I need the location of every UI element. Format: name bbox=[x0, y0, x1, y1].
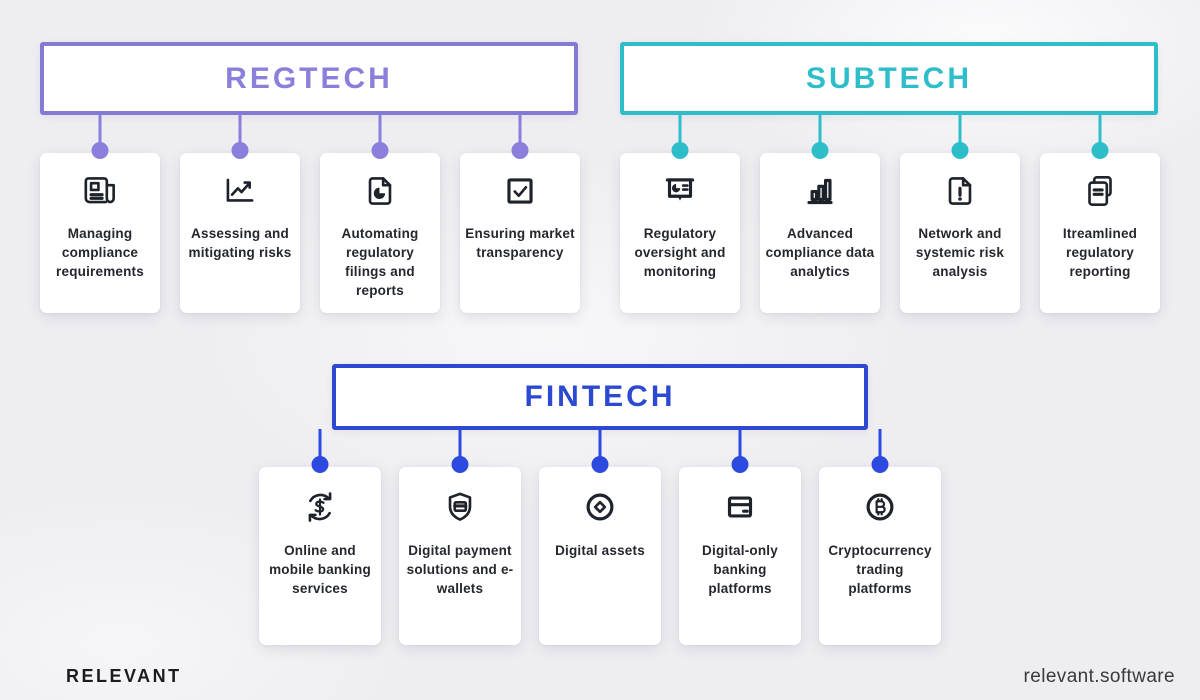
fintech-title: FINTECH bbox=[524, 380, 676, 413]
presentation-chart-icon bbox=[665, 178, 695, 201]
card-compliance-analytics: Advanced compliance data analytics bbox=[760, 115, 880, 313]
connector-line bbox=[98, 115, 102, 153]
documents-stack-icon bbox=[1088, 176, 1112, 206]
fintech-cards-row: Online and mobile banking services Digit… bbox=[259, 429, 941, 645]
regtech-cards-row: Managing compliance requirements Assessi… bbox=[40, 115, 580, 313]
connector-dot bbox=[231, 142, 249, 159]
subtech-header-box: SUBTECH bbox=[620, 42, 1158, 115]
card-digital-only-banking: Digital-only banking platforms bbox=[679, 429, 801, 645]
website-link: relevant.software bbox=[1023, 666, 1175, 687]
connector-dot bbox=[371, 142, 389, 159]
document-pie-icon bbox=[368, 177, 392, 205]
bitcoin-icon bbox=[866, 493, 894, 521]
connector-line bbox=[598, 429, 602, 467]
bar-chart-icon bbox=[807, 178, 833, 205]
card-crypto-trading: Cryptocurrency trading platforms bbox=[819, 429, 941, 645]
connector-line bbox=[318, 429, 322, 467]
card-automating-filings: Automating regulatory filings and report… bbox=[320, 115, 440, 313]
connector-dot bbox=[811, 142, 829, 159]
connector-dot bbox=[1091, 142, 1109, 159]
card-systemic-risk: Network and systemic risk analysis bbox=[900, 115, 1020, 313]
connector-dot bbox=[511, 142, 529, 159]
connector-dot bbox=[671, 142, 689, 159]
card-label: Cryptocurrency trading platforms bbox=[828, 543, 932, 596]
card-label: Itreamlined regulatory reporting bbox=[1062, 226, 1138, 279]
card-regulatory-reporting: Itreamlined regulatory reporting bbox=[1040, 115, 1160, 313]
fintech-header-box: FINTECH bbox=[332, 364, 868, 430]
connector-line bbox=[878, 429, 882, 467]
regtech-header-box: REGTECH bbox=[40, 42, 578, 115]
brand-logo: RELEVANT bbox=[66, 666, 182, 686]
connector-line bbox=[238, 115, 242, 153]
connector-line bbox=[518, 115, 522, 153]
card-label: Digital assets bbox=[555, 543, 645, 558]
connector-line bbox=[818, 115, 822, 153]
card-terminal-icon bbox=[727, 496, 753, 518]
card-regulatory-oversight: Regulatory oversight and monitoring bbox=[620, 115, 740, 313]
card-market-transparency: Ensuring market transparency bbox=[460, 115, 580, 313]
connector-dot bbox=[91, 142, 109, 159]
checkbox-icon bbox=[507, 178, 533, 204]
card-label: Digital payment solutions and e-wallets bbox=[406, 543, 514, 596]
connector-line bbox=[678, 115, 682, 153]
card-online-banking: Online and mobile banking services bbox=[259, 429, 381, 645]
card-label: Digital-only banking platforms bbox=[702, 543, 778, 596]
card-label: Automating regulatory filings and report… bbox=[341, 226, 419, 298]
card-label: Regulatory oversight and monitoring bbox=[634, 226, 726, 279]
card-digital-assets: Digital assets bbox=[539, 429, 661, 645]
connector-dot bbox=[591, 456, 609, 473]
connector-line bbox=[1098, 115, 1102, 153]
card-label: Online and mobile banking services bbox=[269, 543, 371, 596]
card-assessing-risks: Assessing and mitigating risks bbox=[180, 115, 300, 313]
connector-dot bbox=[311, 456, 329, 473]
card-label: Advanced compliance data analytics bbox=[765, 226, 875, 279]
subtech-cards-row: Regulatory oversight and monitoring Adva… bbox=[620, 115, 1160, 313]
connector-line bbox=[738, 429, 742, 467]
regtech-title: REGTECH bbox=[225, 61, 393, 95]
card-label: Ensuring market transparency bbox=[465, 226, 575, 260]
card-label: Managing compliance requirements bbox=[56, 226, 144, 279]
money-cycle-icon bbox=[308, 492, 332, 522]
card-label: Network and systemic risk analysis bbox=[915, 226, 1005, 279]
connector-dot bbox=[951, 142, 969, 159]
line-chart-icon bbox=[226, 178, 254, 202]
digital-asset-icon bbox=[586, 493, 614, 521]
connector-dot bbox=[451, 456, 469, 473]
connector-line bbox=[378, 115, 382, 153]
connector-dot bbox=[731, 456, 749, 473]
document-alert-icon bbox=[948, 177, 972, 205]
shield-card-icon bbox=[448, 492, 472, 521]
connector-line bbox=[458, 429, 462, 467]
connector-line bbox=[958, 115, 962, 153]
card-managing-compliance: Managing compliance requirements bbox=[40, 115, 160, 313]
card-digital-payments: Digital payment solutions and e-wallets bbox=[399, 429, 521, 645]
card-label: Assessing and mitigating risks bbox=[188, 226, 292, 260]
connector-dot bbox=[871, 456, 889, 473]
subtech-title: SUBTECH bbox=[805, 61, 972, 95]
newspaper-icon bbox=[84, 177, 115, 204]
